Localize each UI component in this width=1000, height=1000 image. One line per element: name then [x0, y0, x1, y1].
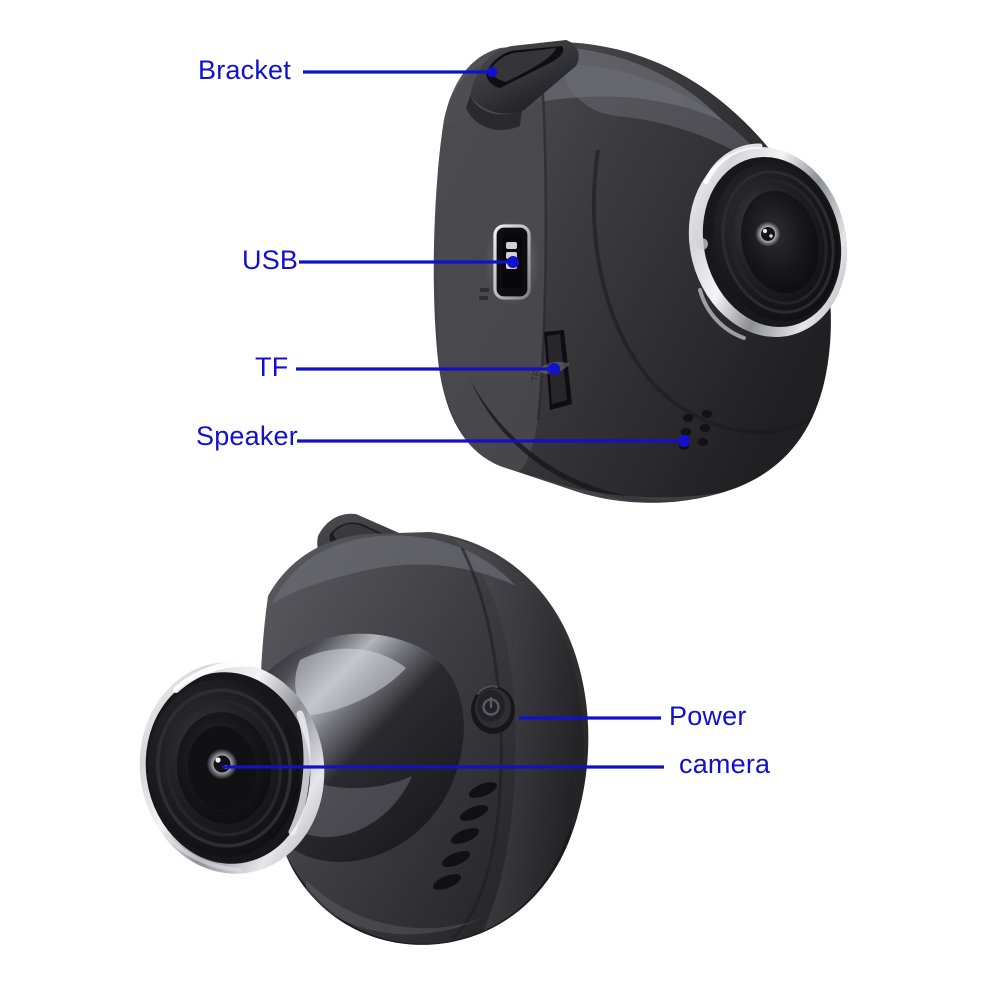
power-icon: [482, 696, 500, 716]
callout-label-usb: USB: [242, 245, 299, 275]
svg-text:TF: TF: [529, 369, 541, 383]
callout-label-camera: camera: [679, 749, 771, 779]
power-button[interactable]: [471, 685, 515, 734]
top-camera-illustration: TF: [433, 40, 848, 503]
callout-label-speaker: Speaker: [196, 421, 298, 451]
callout-label-tf: TF: [255, 352, 289, 382]
bottom-camera-illustration: [139, 513, 589, 945]
speaker-hole-grid: [678, 410, 713, 450]
callout-leader-lines: [222, 66, 690, 769]
leader-line-bracket: [303, 66, 498, 78]
camera-lens: [688, 143, 848, 340]
speaker-slot-column: [432, 782, 498, 890]
callout-label-bracket: Bracket: [198, 55, 291, 85]
callout-label-power: Power: [669, 701, 747, 731]
bracket-tab: [466, 40, 579, 130]
leader-line-speaker: [297, 435, 690, 447]
leader-line-usb: [299, 256, 519, 268]
port-embossed-marks: [479, 288, 489, 300]
leader-line-tf: [296, 363, 560, 375]
